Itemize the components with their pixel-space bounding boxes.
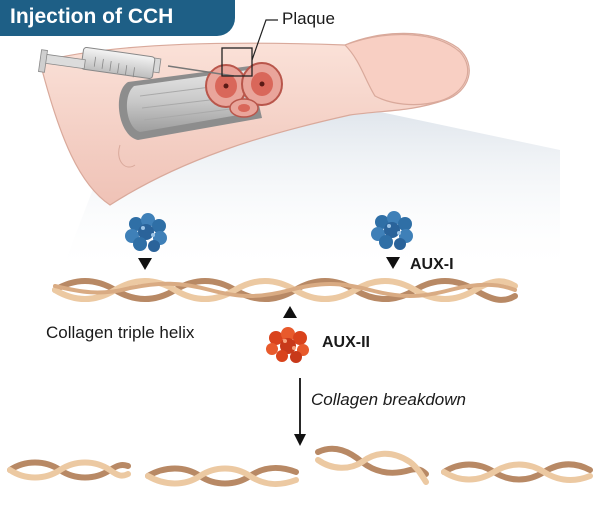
syringe (38, 46, 235, 80)
arrowhead-aux2 (283, 306, 297, 318)
breakdown-arrowhead (294, 434, 306, 446)
aux1-cluster-left (125, 213, 167, 252)
aux2-label: AUX-II (322, 334, 370, 351)
collagen-breakdown-label: Collagen breakdown (311, 390, 466, 409)
collagen-helix-label: Collagen triple helix (46, 323, 195, 342)
collagen-fragment (145, 464, 299, 488)
plaque-label: Plaque (282, 9, 335, 28)
aux1-cluster-right (371, 211, 413, 250)
plaque-leader-line (251, 19, 278, 61)
collagen-fragment (7, 459, 131, 481)
aux1-label: AUX-I (410, 256, 454, 273)
plaque-callout-box (221, 47, 253, 77)
collagen-fragment (315, 445, 429, 485)
diagram-title: Injection of CCH (10, 5, 174, 28)
arrowhead-aux1-left (138, 258, 152, 270)
corpora-cutaway (118, 62, 283, 140)
collagen-triple-helix (52, 278, 518, 303)
collagen-fragment (441, 461, 593, 484)
arrowhead-aux1-right (386, 257, 400, 269)
aux2-cluster (266, 327, 309, 363)
title-banner: Injection of CCH (0, 0, 235, 36)
